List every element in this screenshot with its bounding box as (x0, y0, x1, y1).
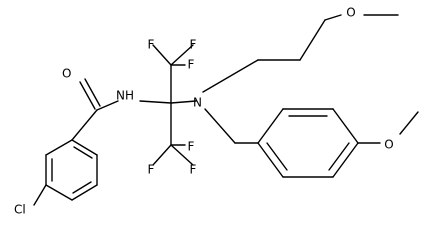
bond-ring1-d (45, 184, 73, 201)
bond-chain-2 (299, 19, 326, 61)
bond-ring1-f (45, 139, 73, 156)
bond-n-ch2-down (204, 108, 236, 144)
bond-ring2-c (332, 108, 359, 144)
bond-co-double-2 (84, 78, 101, 107)
bond-ring2-inner-b (328, 142, 350, 171)
bond-cf-bot-2 (170, 144, 194, 166)
bond-ring2-ome (399, 111, 419, 135)
bond-ring1-inner-b (72, 181, 92, 194)
atom-f3: F (188, 58, 195, 72)
atom-o-amide: O (62, 67, 71, 81)
atom-o-ether-ring: O (384, 138, 393, 152)
bond-ring2-d (332, 142, 359, 178)
bond-ring2-f (257, 142, 284, 178)
bond-ring2-inner-c (266, 142, 288, 171)
methoxyphenyl-ring (257, 108, 359, 178)
atom-cl: Cl (14, 203, 26, 217)
bond-cf-top-1 (152, 44, 172, 66)
bond-cf-bot-1 (152, 144, 172, 166)
bond-c-cl (33, 184, 47, 206)
atom-f1: F (148, 38, 155, 52)
atom-n-amine: N (193, 96, 202, 110)
bond-center-n (170, 100, 197, 104)
atom-f6: F (188, 140, 195, 154)
bond-cf-top-2 (170, 44, 194, 66)
bond-ring2-a (257, 108, 284, 144)
bond-n-ch2-up (202, 59, 259, 93)
bond-ring1-c (71, 184, 98, 201)
bond-carbonyl-nh (96, 100, 119, 111)
bond-ring-carbonyl (71, 109, 98, 141)
chlorophenyl-ring (45, 139, 98, 201)
bond-nh-center (139, 100, 172, 104)
bond-ring1-a (71, 139, 98, 156)
atom-f5: F (190, 163, 197, 177)
bond-co-double-1 (79, 81, 96, 110)
atom-f4: F (148, 163, 155, 177)
bond-chain-o (324, 14, 342, 21)
atom-f2: F (190, 38, 197, 52)
bond-ring1-inner-a (73, 146, 93, 159)
atom-nh: NH (116, 89, 134, 103)
atom-o-ether-chain: O (346, 6, 355, 20)
